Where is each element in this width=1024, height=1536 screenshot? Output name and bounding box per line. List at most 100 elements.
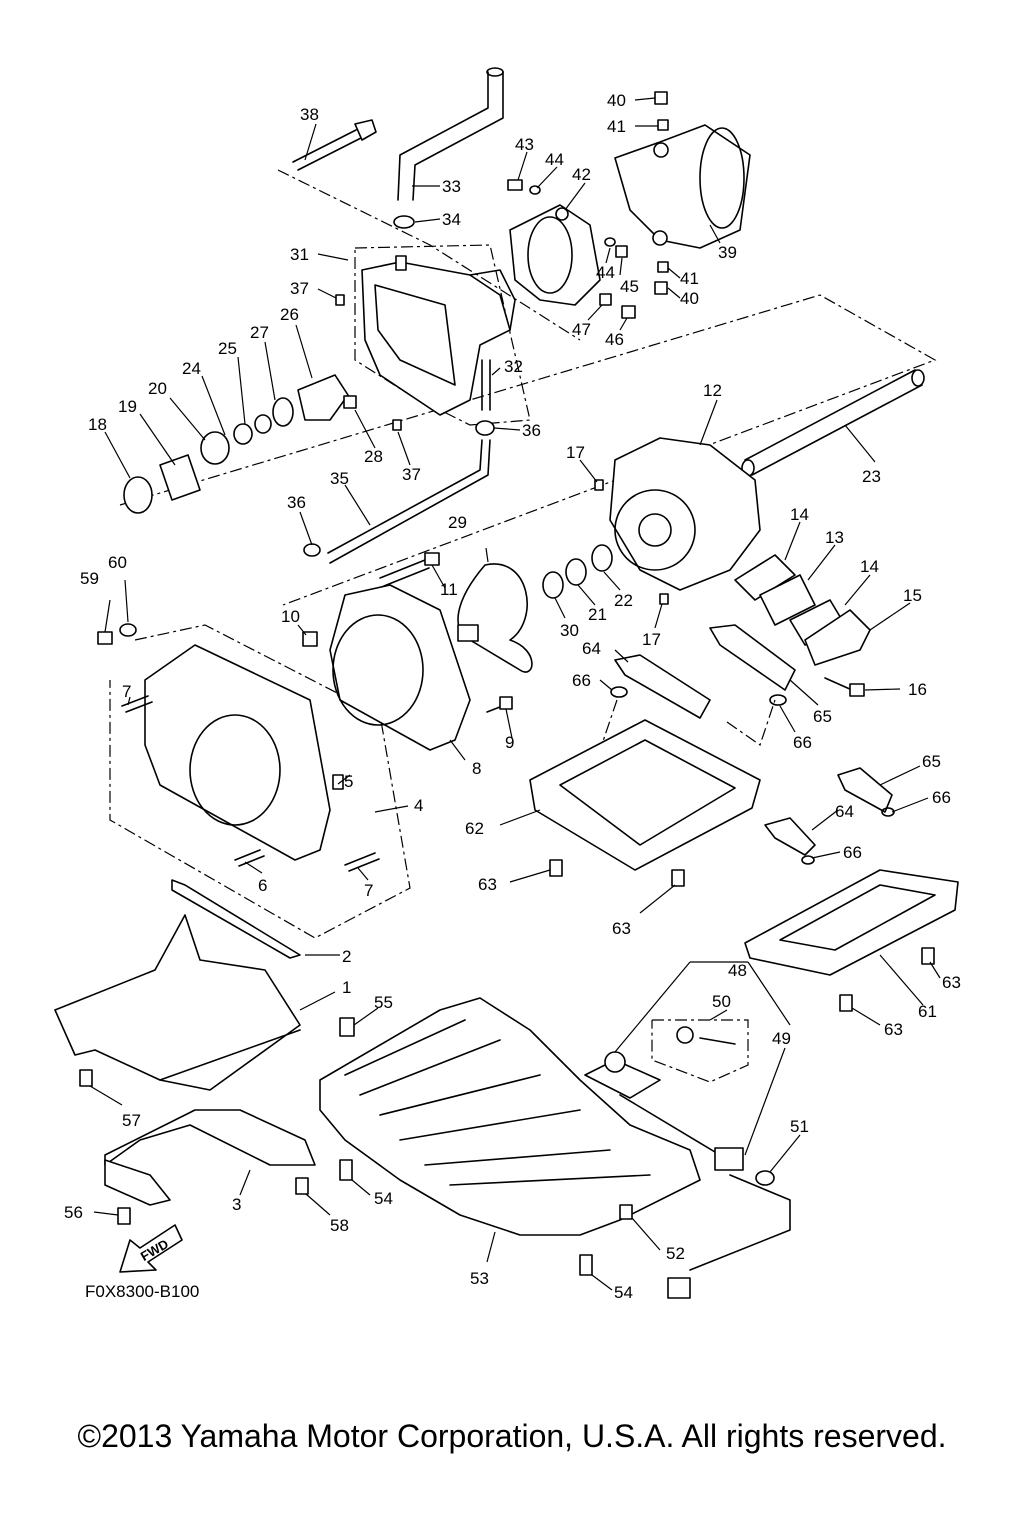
callout-7-top: 7: [122, 682, 131, 701]
collar-41-top: [657, 119, 669, 131]
bolt-16: [824, 677, 865, 697]
callout-14-top: 14: [790, 505, 809, 524]
duct-plate-4: [144, 644, 331, 861]
callout-63-c: 63: [942, 973, 961, 992]
callout-34: 34: [442, 210, 461, 229]
bolt-43: [507, 179, 523, 191]
callout-19: 19: [118, 397, 137, 416]
pump-housing-31: [361, 255, 516, 416]
callout-5: 5: [344, 772, 353, 791]
water-hose-33: [397, 67, 504, 201]
callout-9: 9: [505, 733, 514, 752]
alignment-lines: [109, 169, 937, 1083]
bolt-32: [481, 359, 491, 411]
pin-17-top: [594, 479, 604, 491]
callout-47: 47: [572, 320, 591, 339]
drive-shaft-23: [741, 369, 925, 477]
callout-29: 29: [448, 513, 467, 532]
drawing-code: F0X8300-B100: [85, 1282, 199, 1301]
callout-32: 32: [504, 357, 523, 376]
nozzle-42: [509, 204, 601, 306]
callout-30: 30: [560, 621, 579, 640]
callout-65-bottom: 65: [922, 752, 941, 771]
callout-53: 53: [470, 1269, 489, 1288]
bracket-64-upper: [614, 654, 711, 719]
washer-66-b: [769, 694, 787, 706]
sensor-48: [584, 1051, 661, 1099]
stay-3: [104, 1109, 316, 1206]
spacer-24: [233, 423, 253, 445]
callout-11: 11: [440, 580, 458, 599]
callout-37-top: 37: [290, 279, 309, 298]
bolt-6: [234, 849, 265, 867]
callout-43: 43: [515, 135, 534, 154]
washer-66-a: [610, 686, 628, 698]
callout-numbers: 38 33 34 31 37 26 27 25 24 20 19 18 28 3…: [64, 91, 961, 1302]
sensor-parts-50: [676, 1026, 736, 1045]
pin-17-bottom: [659, 593, 669, 605]
callout-63-b: 63: [612, 919, 631, 938]
collar-41-bottom: [657, 261, 669, 273]
callout-44-bottom: 44: [596, 263, 615, 282]
hose-35: [327, 439, 491, 564]
bolt-46: [621, 305, 636, 319]
callout-13: 13: [825, 528, 844, 547]
callout-42: 42: [572, 165, 591, 184]
connector: [667, 1277, 691, 1299]
callout-49: 49: [772, 1029, 791, 1048]
callout-64-top: 64: [582, 639, 601, 658]
callout-41-bottom: 41: [680, 269, 699, 288]
callout-4: 4: [414, 796, 423, 815]
callout-54-upper: 54: [374, 1189, 393, 1208]
bolt-63-d: [839, 994, 853, 1012]
callout-54-lower: 54: [614, 1283, 633, 1302]
callout-66-c: 66: [932, 788, 951, 807]
callout-62: 62: [465, 819, 484, 838]
bolt-28: [343, 395, 357, 409]
callout-48: 48: [728, 961, 747, 980]
bracket-65-lower: [837, 767, 893, 813]
bolt-38: [292, 119, 377, 171]
callout-14-bottom: 14: [860, 557, 879, 576]
bolt-54-upper: [339, 1159, 353, 1181]
callout-39: 39: [718, 243, 737, 262]
callout-44-top: 44: [545, 150, 564, 169]
callout-55: 55: [374, 993, 393, 1012]
forward-arrow: FWD: [119, 1224, 183, 1273]
cover-15: [804, 609, 871, 666]
callout-56: 56: [64, 1203, 83, 1222]
callout-28: 28: [364, 447, 383, 466]
o-ring-27: [272, 397, 294, 427]
callout-33: 33: [442, 177, 461, 196]
nut-25: [254, 414, 272, 434]
callout-24: 24: [182, 359, 201, 378]
callout-22: 22: [614, 591, 633, 610]
callout-66-b: 66: [793, 733, 812, 752]
bolt-9: [486, 696, 513, 713]
sensor-cable-49: [619, 1094, 791, 1271]
callout-41-top: 41: [607, 117, 626, 136]
callout-66-d: 66: [843, 843, 862, 862]
nut-45: [615, 245, 628, 258]
bolt-57: [79, 1069, 93, 1087]
callout-63-d: 63: [884, 1020, 903, 1039]
callout-17-bottom: 17: [642, 630, 661, 649]
grommet-51: [755, 1170, 775, 1186]
sleeve-19: [159, 454, 201, 501]
bolt-7-left: [121, 695, 153, 713]
callout-52: 52: [666, 1244, 685, 1263]
washer-66-d: [801, 855, 815, 865]
impeller-housing-12: [609, 437, 761, 591]
bolt-54-lower: [579, 1254, 593, 1276]
bolt-56: [117, 1207, 131, 1225]
seal-22: [591, 544, 613, 572]
callout-51: 51: [790, 1117, 809, 1136]
callout-18: 18: [88, 415, 107, 434]
collar-47: [599, 293, 612, 306]
washer-66-c: [881, 807, 895, 817]
reinforcement-2: [171, 879, 301, 959]
bolt-55: [339, 1017, 355, 1037]
bearing-21: [565, 558, 587, 586]
callout-10: 10: [281, 607, 300, 626]
